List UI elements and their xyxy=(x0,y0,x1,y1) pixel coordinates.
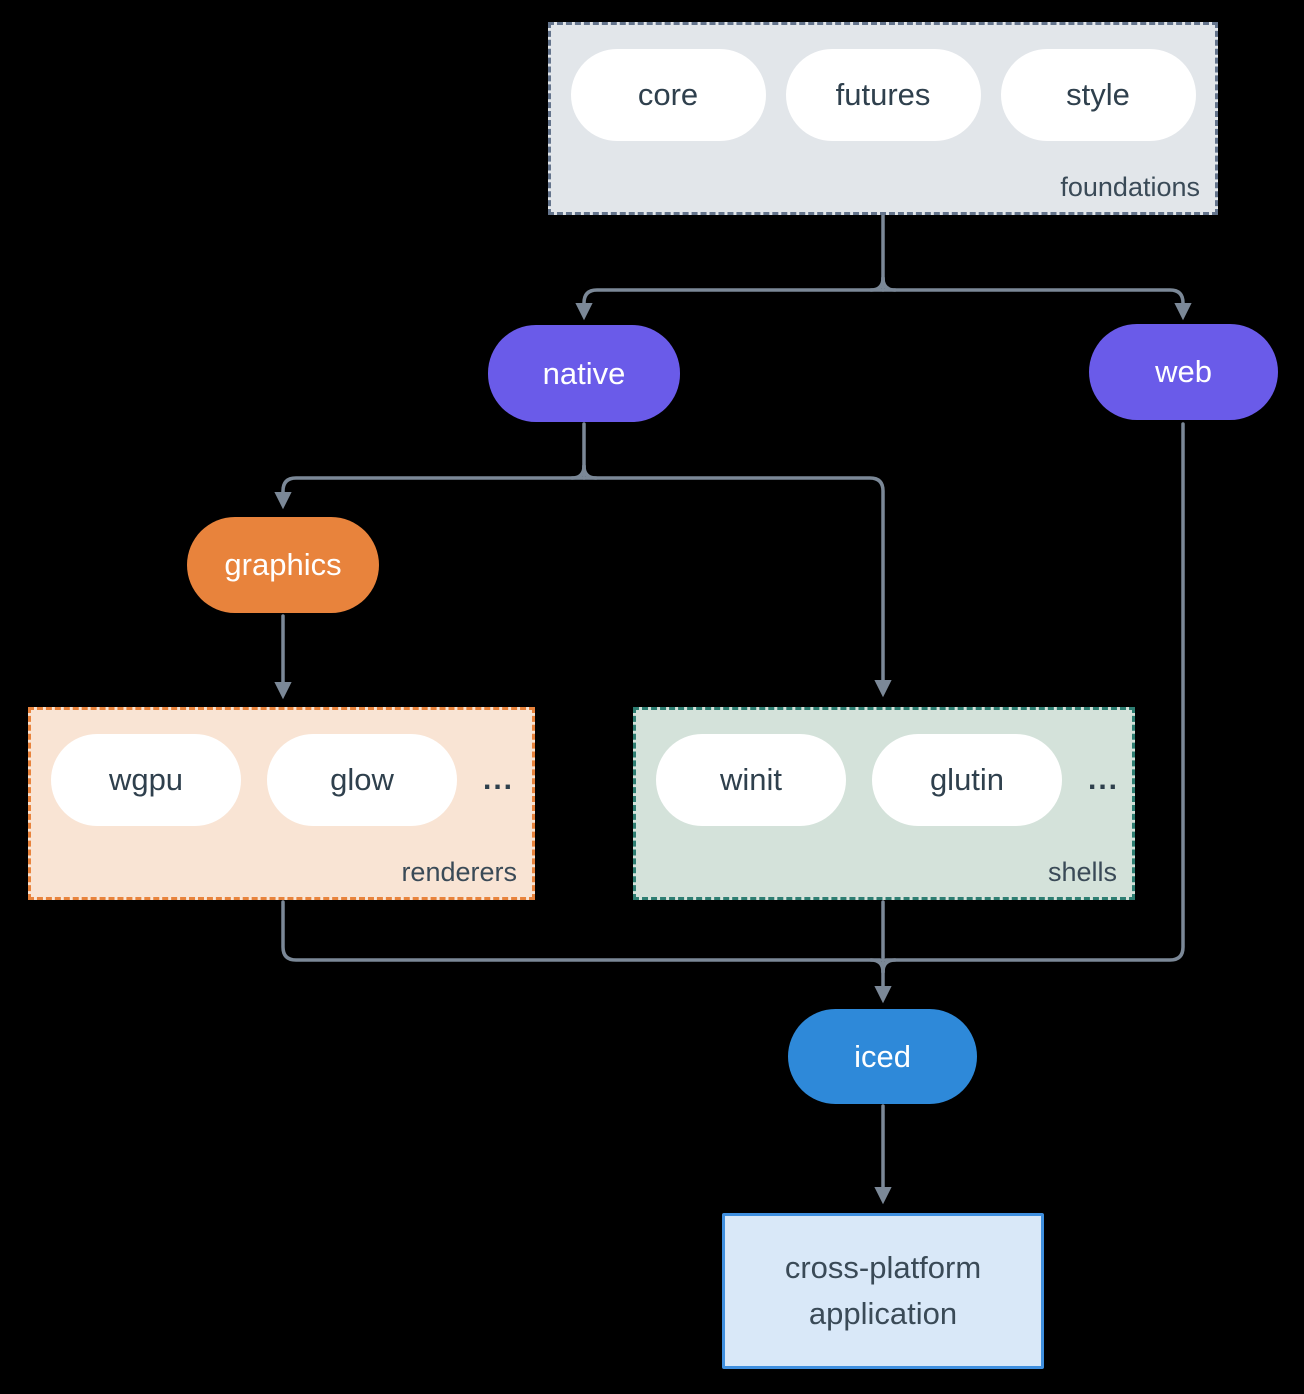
group-shells: winit glutin ... shells xyxy=(633,707,1135,900)
foundations-pill-row: core futures style xyxy=(551,25,1215,141)
edge-foundations-web xyxy=(881,288,1192,321)
node-wgpu: wgpu xyxy=(51,734,241,826)
node-native-label: native xyxy=(542,355,626,391)
node-web: web xyxy=(1089,324,1278,420)
renderers-pill-row: wgpu glow ... xyxy=(31,710,532,826)
node-graphics-label: graphics xyxy=(224,547,342,582)
renderers-group-label: renderers xyxy=(401,857,517,887)
edge-renderers-merge xyxy=(281,900,882,962)
node-wgpu-label: wgpu xyxy=(108,762,184,797)
edge-fillet-3l xyxy=(869,958,885,974)
node-iced: iced xyxy=(788,1009,977,1104)
node-style: style xyxy=(1000,49,1196,141)
edge-native-shells xyxy=(582,476,892,698)
node-glow-label: glow xyxy=(330,762,394,797)
node-core-label: core xyxy=(637,77,699,112)
node-core: core xyxy=(570,49,766,141)
edge-fillet-2l xyxy=(570,464,586,480)
node-futures: futures xyxy=(785,49,981,141)
node-winit: winit xyxy=(656,734,846,826)
edge-fillet-1l xyxy=(869,276,885,292)
group-renderers: wgpu glow ... renderers xyxy=(28,707,535,900)
foundations-group-label: foundations xyxy=(1060,172,1200,202)
edge-fillet-3r xyxy=(881,958,897,974)
node-cross-platform-application: cross-platform application xyxy=(722,1213,1044,1369)
node-style-label: style xyxy=(1066,77,1130,112)
node-winit-label: winit xyxy=(719,762,782,797)
application-label-line2: application xyxy=(808,1296,958,1331)
edge-native-graphics xyxy=(274,476,586,510)
node-native: native xyxy=(488,325,680,422)
shells-group-label: shells xyxy=(1047,857,1117,887)
node-web-label: web xyxy=(1155,354,1212,389)
node-glow: glow xyxy=(267,734,457,826)
shells-ellipsis: ... xyxy=(1088,763,1120,796)
group-foundations: core futures style foundations xyxy=(548,22,1218,215)
edge-fillet-2r xyxy=(582,464,598,480)
node-iced-label: iced xyxy=(854,1038,911,1074)
node-glutin: glutin xyxy=(872,734,1062,826)
node-glutin-label: glutin xyxy=(929,762,1005,797)
shells-pill-row: winit glutin ... xyxy=(636,710,1132,826)
node-graphics: graphics xyxy=(187,517,379,613)
renderers-ellipsis: ... xyxy=(483,763,515,796)
edge-fillet-1r xyxy=(881,276,897,292)
node-futures-label: futures xyxy=(835,77,931,112)
application-label-line1: cross-platform xyxy=(784,1249,982,1285)
edge-web-merge xyxy=(884,422,1185,962)
edge-foundations-native xyxy=(575,288,885,321)
